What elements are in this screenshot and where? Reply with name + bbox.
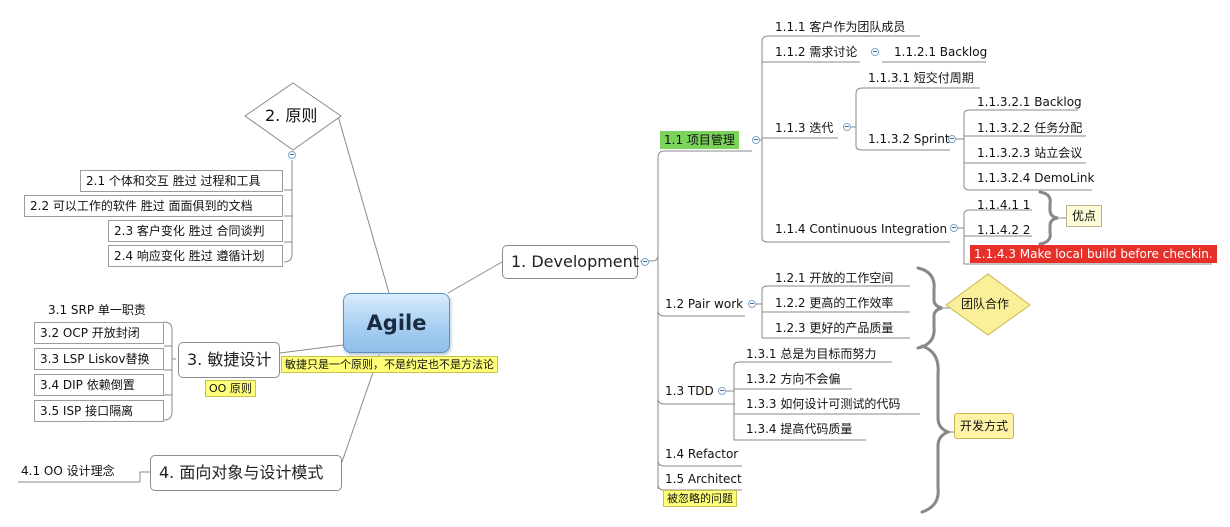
branch-development[interactable]: 1. Development (502, 245, 639, 279)
topic-1-1-1[interactable]: 1.1.1 客户作为团队成员 (775, 20, 906, 34)
topic-1-1-2-1[interactable]: 1.1.2.1 Backlog (894, 45, 988, 59)
topic-1-2-2[interactable]: 1.2.2 更高的工作效率 (775, 296, 894, 310)
branch-design[interactable]: 3. 敏捷设计 (178, 342, 280, 378)
topic-1-2-3[interactable]: 1.2.3 更好的产品质量 (775, 321, 894, 335)
design-3-1[interactable]: 3.1 SRP 单一职责 (48, 303, 146, 317)
topic-1-1-3-2-3[interactable]: 1.1.3.2.3 站立会议 (977, 146, 1083, 160)
topic-tdd[interactable]: 1.3 TDD (665, 384, 714, 398)
topic-project-management[interactable]: 1.1 项目管理 (660, 131, 739, 149)
architect-note: 被忽略的问题 (663, 490, 737, 507)
principle-2-4[interactable]: 2.4 响应变化 胜过 遵循计划 (108, 245, 283, 267)
oop-4-1[interactable]: 4.1 OO 设计理念 (21, 464, 115, 478)
principle-2-2[interactable]: 2.2 可以工作的软件 胜过 面面俱到的文档 (24, 195, 283, 217)
topic-pair-work[interactable]: 1.2 Pair work (665, 297, 744, 311)
topic-1-1-3-2[interactable]: 1.1.3.2 Sprint (868, 132, 950, 146)
topic-1-1-3[interactable]: 1.1.3 迭代 (775, 121, 834, 135)
topic-architect[interactable]: 1.5 Architect (665, 472, 742, 486)
topic-1-1-3-1[interactable]: 1.1.3.1 短交付周期 (868, 71, 974, 85)
topic-1-1-4-1[interactable]: 1.1.4.1 1 (977, 198, 1031, 212)
topic-1-1-4-3[interactable]: 1.1.4.3 Make local build before checkin. (970, 245, 1217, 263)
collapse-icon[interactable] (843, 123, 851, 131)
topic-1-1-3-2-2[interactable]: 1.1.3.2.2 任务分配 (977, 121, 1083, 135)
topic-1-3-1[interactable]: 1.3.1 总是为目标而努力 (746, 347, 877, 361)
topic-1-2-1[interactable]: 1.2.1 开放的工作空间 (775, 271, 894, 285)
topic-1-1-3-2-1[interactable]: 1.1.3.2.1 Backlog (977, 95, 1082, 109)
collapse-icon[interactable] (718, 387, 726, 395)
design-note: OO 原则 (205, 380, 256, 397)
team-summary: 团队合作 (961, 297, 1010, 311)
design-3-4[interactable]: 3.4 DIP 依赖倒置 (34, 374, 164, 396)
center-topic[interactable]: Agile (343, 293, 450, 353)
branch-principle[interactable]: 2. 原则 (265, 106, 318, 125)
principle-2-3[interactable]: 2.3 客户变化 胜过 合同谈判 (108, 220, 283, 242)
collapse-icon[interactable] (948, 135, 956, 143)
center-note: 敏捷只是一个原则，不是约定也不是方法论 (281, 356, 498, 373)
dev-style-label: 开发方式 (954, 413, 1015, 439)
collapse-icon[interactable] (752, 136, 760, 144)
topic-refactor[interactable]: 1.4 Refactor (665, 447, 739, 461)
topic-1-1-2[interactable]: 1.1.2 需求讨论 (775, 45, 858, 59)
collapse-icon[interactable] (748, 300, 756, 308)
design-3-3[interactable]: 3.3 LSP Liskov替换 (34, 348, 164, 370)
topic-1-1-4[interactable]: 1.1.4 Continuous Integration (775, 222, 948, 236)
topic-1-1-4-2[interactable]: 1.1.4.2 2 (977, 223, 1031, 237)
design-3-2[interactable]: 3.2 OCP 开放封闭 (34, 322, 164, 344)
collapse-icon[interactable] (871, 48, 879, 56)
topic-1-3-2[interactable]: 1.3.2 方向不会偏 (746, 372, 841, 386)
topic-1-1-3-2-4[interactable]: 1.1.3.2.4 DemoLink (977, 171, 1095, 185)
principle-2-1[interactable]: 2.1 个体和交互 胜过 过程和工具 (80, 170, 283, 192)
branch-oop[interactable]: 4. 面向对象与设计模式 (150, 455, 342, 491)
team-diamond (945, 273, 1031, 336)
topic-1-3-3[interactable]: 1.3.3 如何设计可测试的代码 (746, 397, 901, 411)
topic-1-3-4[interactable]: 1.3.4 提高代码质量 (746, 422, 853, 436)
principle-diamond (244, 82, 342, 151)
collapse-icon[interactable] (288, 151, 296, 159)
pros-label: 优点 (1066, 205, 1103, 227)
collapse-icon[interactable] (950, 224, 958, 232)
collapse-icon[interactable] (641, 258, 649, 266)
design-3-5[interactable]: 3.5 ISP 接口隔离 (34, 400, 164, 422)
